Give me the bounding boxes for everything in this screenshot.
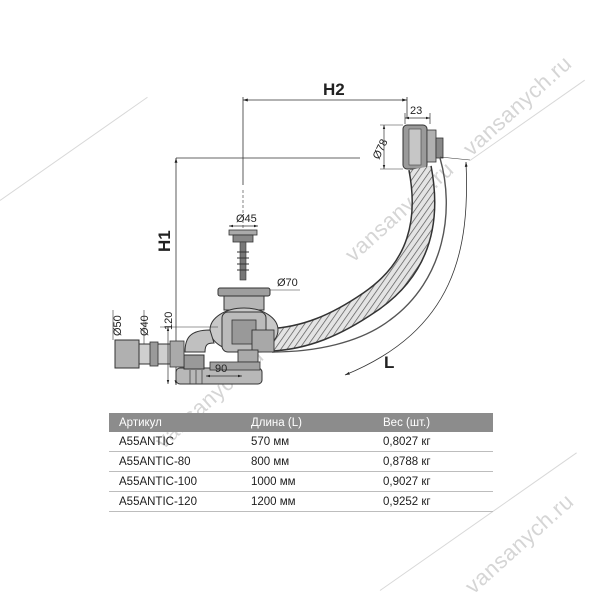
dimension-h2: H2 [242,80,408,185]
dimension-23: 23 [404,105,431,124]
table-row: A55ANTIC-100 1000 мм 0,9027 кг [109,471,493,492]
label-78: Ø78 [371,137,391,161]
cell-length: 570 мм [241,432,373,452]
drain-plug [228,229,258,281]
table-row: A55ANTIC-120 1200 мм 0,9252 кг [109,491,493,512]
dimension-45: Ø45 [229,213,258,228]
cell-weight: 0,9252 кг [373,491,493,512]
specs-table: Артикул Длина (L) Вес (шт.) A55ANTIC 570… [109,413,493,512]
dimension-50: Ø50 [112,310,124,340]
dimension-90: 90 [206,363,242,378]
overflow-head [402,124,444,170]
label-l: L [384,353,394,372]
dimension-70: Ø70 [270,277,300,291]
label-40: Ø40 [139,315,151,336]
dimension-l: L [344,156,471,376]
label-90: 90 [215,363,227,375]
column-header-weight: Вес (шт.) [373,413,493,432]
dimension-78: Ø78 [371,124,403,170]
dimension-40: Ø40 [139,310,151,344]
label-50: Ø50 [112,315,124,336]
label-h2: H2 [323,80,345,99]
label-23: 23 [410,105,422,117]
cell-article: A55ANTIC-100 [109,471,241,492]
label-45: Ø45 [236,213,257,225]
table-row: A55ANTIC 570 мм 0,8027 кг [109,432,493,452]
cell-weight: 0,8027 кг [373,432,493,452]
label-120: 120 [163,312,175,330]
outlet-pipe [114,339,185,369]
table-row: A55ANTIC-80 800 мм 0,8788 кг [109,451,493,472]
cell-length: 1000 мм [241,471,373,492]
cell-article: A55ANTIC-80 [109,451,241,472]
cell-length: 800 мм [241,451,373,472]
drain-body [209,287,279,363]
label-70: Ø70 [277,277,298,289]
column-header-length: Длина (L) [241,413,373,432]
column-header-article: Артикул [109,413,241,432]
cell-length: 1200 мм [241,491,373,512]
cell-weight: 0,9027 кг [373,471,493,492]
dimension-120: 120 [160,312,218,384]
cell-article: A55ANTIC [109,432,241,452]
label-h1: H1 [155,230,174,252]
technical-drawing: H2 H1 23 Ø78 L [112,80,471,385]
table-header-row: Артикул Длина (L) Вес (шт.) [109,413,493,432]
cell-weight: 0,8788 кг [373,451,493,472]
cell-article: A55ANTIC-120 [109,491,241,512]
